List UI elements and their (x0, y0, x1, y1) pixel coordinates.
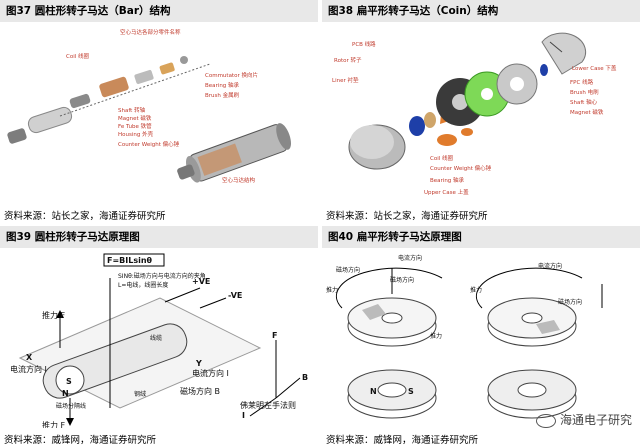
figure-38-illustration: PCB 线路 Rotor 转子 Liner 衬垫 Lower Case 下盖 F… (332, 32, 617, 196)
figure-39-title: 图39 圆柱形转子马达原理图 (0, 226, 318, 248)
figure-39-panel: 图39 圆柱形转子马达原理图 F=BILsinθ SINθ:磁场方向与电流方向的… (0, 226, 318, 448)
thrust-2: 推力 (430, 332, 442, 340)
label-lower-case: Lower Case 下盖 (572, 64, 617, 72)
label-rotor: Rotor 转子 (334, 56, 362, 64)
figure-37-illustration: 空心马达各部分零件名称 Coil 线圈 Commutator 换向片 Beari… (7, 28, 292, 184)
label-commutator: Commutator 换向片 (205, 71, 258, 79)
figure-38-panel: 图38 扁平形转子马达（Coin）结构 PCB 线路 Rotor 转子 Li (322, 0, 640, 224)
field-direction: 磁场方向 (336, 266, 360, 274)
label-bottom: 空心马达结构 (222, 176, 256, 184)
label-bearing: Bearing 轴承 (430, 176, 465, 184)
label-fe-sleeve: Fe Tube 铁管 (118, 122, 152, 130)
axis-i: I (242, 411, 245, 420)
label-counter-weight: Counter Weight 偏心锤 (430, 164, 492, 172)
left-hand-rule: 佛莱明左手法则 (240, 400, 296, 410)
cable: 线缆 (150, 334, 162, 342)
bar-principle-drawing (18, 253, 301, 426)
watermark-text: 海通电子研究 (559, 413, 632, 427)
figure-37-panel: 图37 圆柱形转子马达（Bar）结构 空心马达各部分零件名称 Coil 线圈 (0, 0, 318, 224)
formula: F=BILsinθ (107, 256, 153, 265)
figure-40-source: 资料来源：威锋网，海通证券研究所 (326, 435, 479, 446)
label-top: 空心马达各部分零件名称 (120, 28, 181, 36)
wechat-icon (535, 413, 556, 428)
figure-39-labels: F=BILsinθ SINθ:磁场方向与电流方向的夹角 L=电线，线圈长度 +V… (10, 256, 308, 428)
label-shaft: Shaft 轴心 (570, 98, 598, 106)
label-liner: Liner 衬垫 (332, 76, 359, 84)
figure-40-title: 图40 扁平形转子马达原理图 (322, 226, 640, 248)
figure-40-illustration: 电流方向 磁场方向 磁场方向 推力 推力 电流方向 磁场方向 推力 N S (326, 254, 603, 419)
current-direction: 电流方向 I (10, 364, 47, 374)
figure-39-source: 资料来源：威锋网，海通证券研究所 (4, 435, 157, 446)
plus-ve: +VE (192, 277, 210, 286)
label-y: Y (195, 359, 202, 368)
label-counter-weight: Counter Weight 偏心锤 (118, 140, 180, 148)
field-direction-1: 磁场方向 (390, 276, 414, 284)
label-coil: Coil 线圈 (66, 52, 90, 60)
steel-wool: 钢绒 (134, 390, 146, 398)
force-top: 推力 F (42, 310, 66, 320)
label-shaft: Shaft 转轴 (118, 106, 146, 114)
axis-b: B (302, 373, 308, 382)
field-line: 磁场分隔线 (56, 402, 86, 410)
pole-s: S (408, 387, 414, 396)
pole-n: N (370, 387, 377, 396)
current-direction-2: 电流方向 (538, 262, 562, 270)
pole-s: S (66, 377, 72, 386)
pole-n: N (62, 389, 69, 398)
coin-motor-parts (348, 32, 587, 170)
current-direction: 电流方向 (398, 254, 422, 262)
figure-37-title: 图37 圆柱形转子马达（Bar）结构 (0, 0, 318, 22)
figure-38-source: 资料来源：站长之家，海通证券研究所 (326, 211, 488, 222)
note-sin: SINθ:磁场方向与电流方向的夹角 (118, 272, 206, 280)
coin-principle-drawing (335, 267, 603, 419)
note-l: L=电线，线圈长度 (118, 281, 168, 289)
figure-40-panel: 图40 扁平形转子马达原理图 电流方向 磁场方向 磁场方向 推力 (322, 226, 640, 448)
figure-39-illustration: F=BILsinθ SINθ:磁场方向与电流方向的夹角 L=电线，线圈长度 +V… (10, 253, 308, 428)
label-fpc: FPC 线路 (570, 78, 594, 86)
label-pcb: PCB 线路 (352, 40, 376, 48)
label-brush: Brush 电刷 (570, 88, 599, 96)
label-magnet: Magnet 磁铁 (570, 108, 604, 116)
figure-37-labels: 空心马达各部分零件名称 Coil 线圈 Commutator 换向片 Beari… (66, 28, 258, 184)
current-direction-2: 电流方向 I (192, 368, 229, 378)
label-magnet: Magnet 磁铁 (118, 114, 152, 122)
axis-f: F (272, 331, 277, 340)
minus-ve: -VE (228, 291, 242, 300)
figure-38-title: 图38 扁平形转子马达（Coin）结构 (322, 0, 640, 22)
figure-40-labels: 电流方向 磁场方向 磁场方向 推力 推力 电流方向 磁场方向 推力 N S (326, 254, 582, 396)
force-bottom: 推力 F (42, 420, 66, 428)
label-brush: Brush 金属刷 (205, 91, 240, 99)
wechat-watermark: 海通电子研究 (535, 411, 632, 428)
label-housing: Housing 外壳 (118, 130, 154, 138)
thrust-3: 推力 (470, 286, 482, 294)
field-direction: 磁场方向 B (180, 386, 220, 396)
label-bearing: Bearing 轴承 (205, 81, 240, 89)
label-coil: Coil 线圈 (430, 154, 454, 162)
thrust-1: 推力 (326, 286, 338, 294)
field-direction-2: 磁场方向 (558, 298, 582, 306)
label-upper-case: Upper Case 上盖 (424, 188, 469, 196)
label-x: X (26, 353, 33, 362)
bar-motor-parts (7, 56, 292, 183)
figure-38-labels: PCB 线路 Rotor 转子 Liner 衬垫 Lower Case 下盖 F… (332, 40, 617, 196)
figure-37-source: 资料来源：站长之家，海通证券研究所 (4, 211, 166, 222)
